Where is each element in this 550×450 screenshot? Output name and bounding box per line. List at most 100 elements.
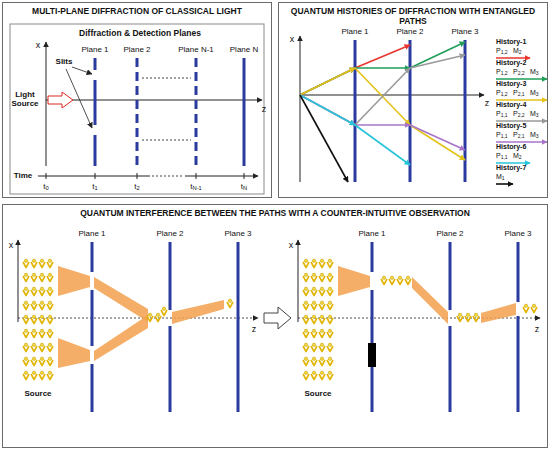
photon-head [312,371,315,374]
subscript: 1,2 [501,49,508,55]
detection-plane [464,40,467,182]
dotted-continuation [142,140,191,141]
leader-arrow [66,69,92,128]
photon-icon [23,315,29,323]
history-path [300,68,355,95]
photon-icon [327,273,333,281]
photon-icon [47,287,53,295]
photon-body [397,279,403,285]
dotted-continuation [142,78,191,79]
photon-head [48,343,51,346]
subscript: 1,1 [501,133,508,139]
photon-head [48,301,51,304]
photon-body [311,262,317,268]
photon-body [39,374,45,380]
text-label: Source [24,390,51,399]
slit-plane [94,80,97,125]
photon-body [23,262,29,268]
photon-body [303,290,309,296]
photon-icon [31,273,37,281]
photon-body [303,318,309,324]
detection-plane [237,242,240,412]
photon-body [319,304,325,310]
photon-head [406,276,409,279]
photon-body [319,290,325,296]
photon-body [31,276,37,282]
photon-icon [327,259,333,267]
photon-icon [161,307,167,315]
z-axis [18,318,258,319]
subscript: 3 [536,70,539,76]
photon-icon [303,357,309,365]
photon-body [311,290,317,296]
photon-icon [303,371,309,379]
photon-icon [39,357,45,365]
photon-head [24,343,27,346]
photon-icon [311,273,317,281]
symbol-label: M2 [513,47,522,55]
photon-head [24,315,27,318]
subscript: 1 [95,185,98,191]
photon-head [40,259,43,262]
photon-head [228,299,231,302]
slit-plane [195,58,198,166]
photon-head [304,301,307,304]
photon-head [312,343,315,346]
history-key-arrow [496,162,530,164]
photon-head [312,259,315,262]
text-label: History-5 [496,122,526,130]
history-path [410,125,465,150]
photon-body [23,332,29,338]
photon-icon [531,304,537,312]
symbol-label: M3 [530,110,539,118]
photon-icon [319,371,325,379]
photon-icon [465,313,471,321]
subscript: 2,1 [518,133,525,139]
photon-icon [47,357,53,365]
photon-icon [23,357,29,365]
photon-body [39,262,45,268]
photon-icon [303,315,309,323]
photon-head [148,313,151,316]
photon-icon [473,313,479,321]
symbol-label: tN-1 [190,183,202,192]
photon-body [23,304,29,310]
photon-icon [47,301,53,309]
light-beam [94,277,148,322]
photon-head [32,259,35,262]
photon-body [319,262,325,268]
history-path [355,124,410,126]
photon-body [327,346,333,352]
photon-body [327,276,333,282]
photon-icon [303,259,309,267]
photon-body [311,304,317,310]
photon-body [327,374,333,380]
photon-icon [39,287,45,295]
photon-body [523,307,529,313]
photon-head [328,343,331,346]
photon-icon [39,301,45,309]
photon-body [47,276,53,282]
subscript: 1 [502,175,505,181]
detection-plane [354,40,357,182]
text-label: Plane 1 [358,230,385,239]
text-label: Time [14,172,33,181]
subscript: 1,1 [501,154,508,160]
photon-icon [31,259,37,267]
photon-icon [47,273,53,281]
history-key-arrow [496,78,547,80]
photon-body [47,374,53,380]
photon-icon [47,343,53,351]
panel-title: QUANTUM HISTORIES OF DIFFRACTION WITH EN… [279,3,547,26]
symbol-label: tN [241,183,247,192]
photon-body [39,318,45,324]
subscript: 2,1 [518,91,525,97]
photon-head [32,329,35,332]
symbol-label: P1,1 [496,152,508,160]
photon-icon [47,371,53,379]
photon-body [39,290,45,296]
photon-icon [319,357,325,365]
photon-head [48,273,51,276]
photon-icon [327,329,333,337]
